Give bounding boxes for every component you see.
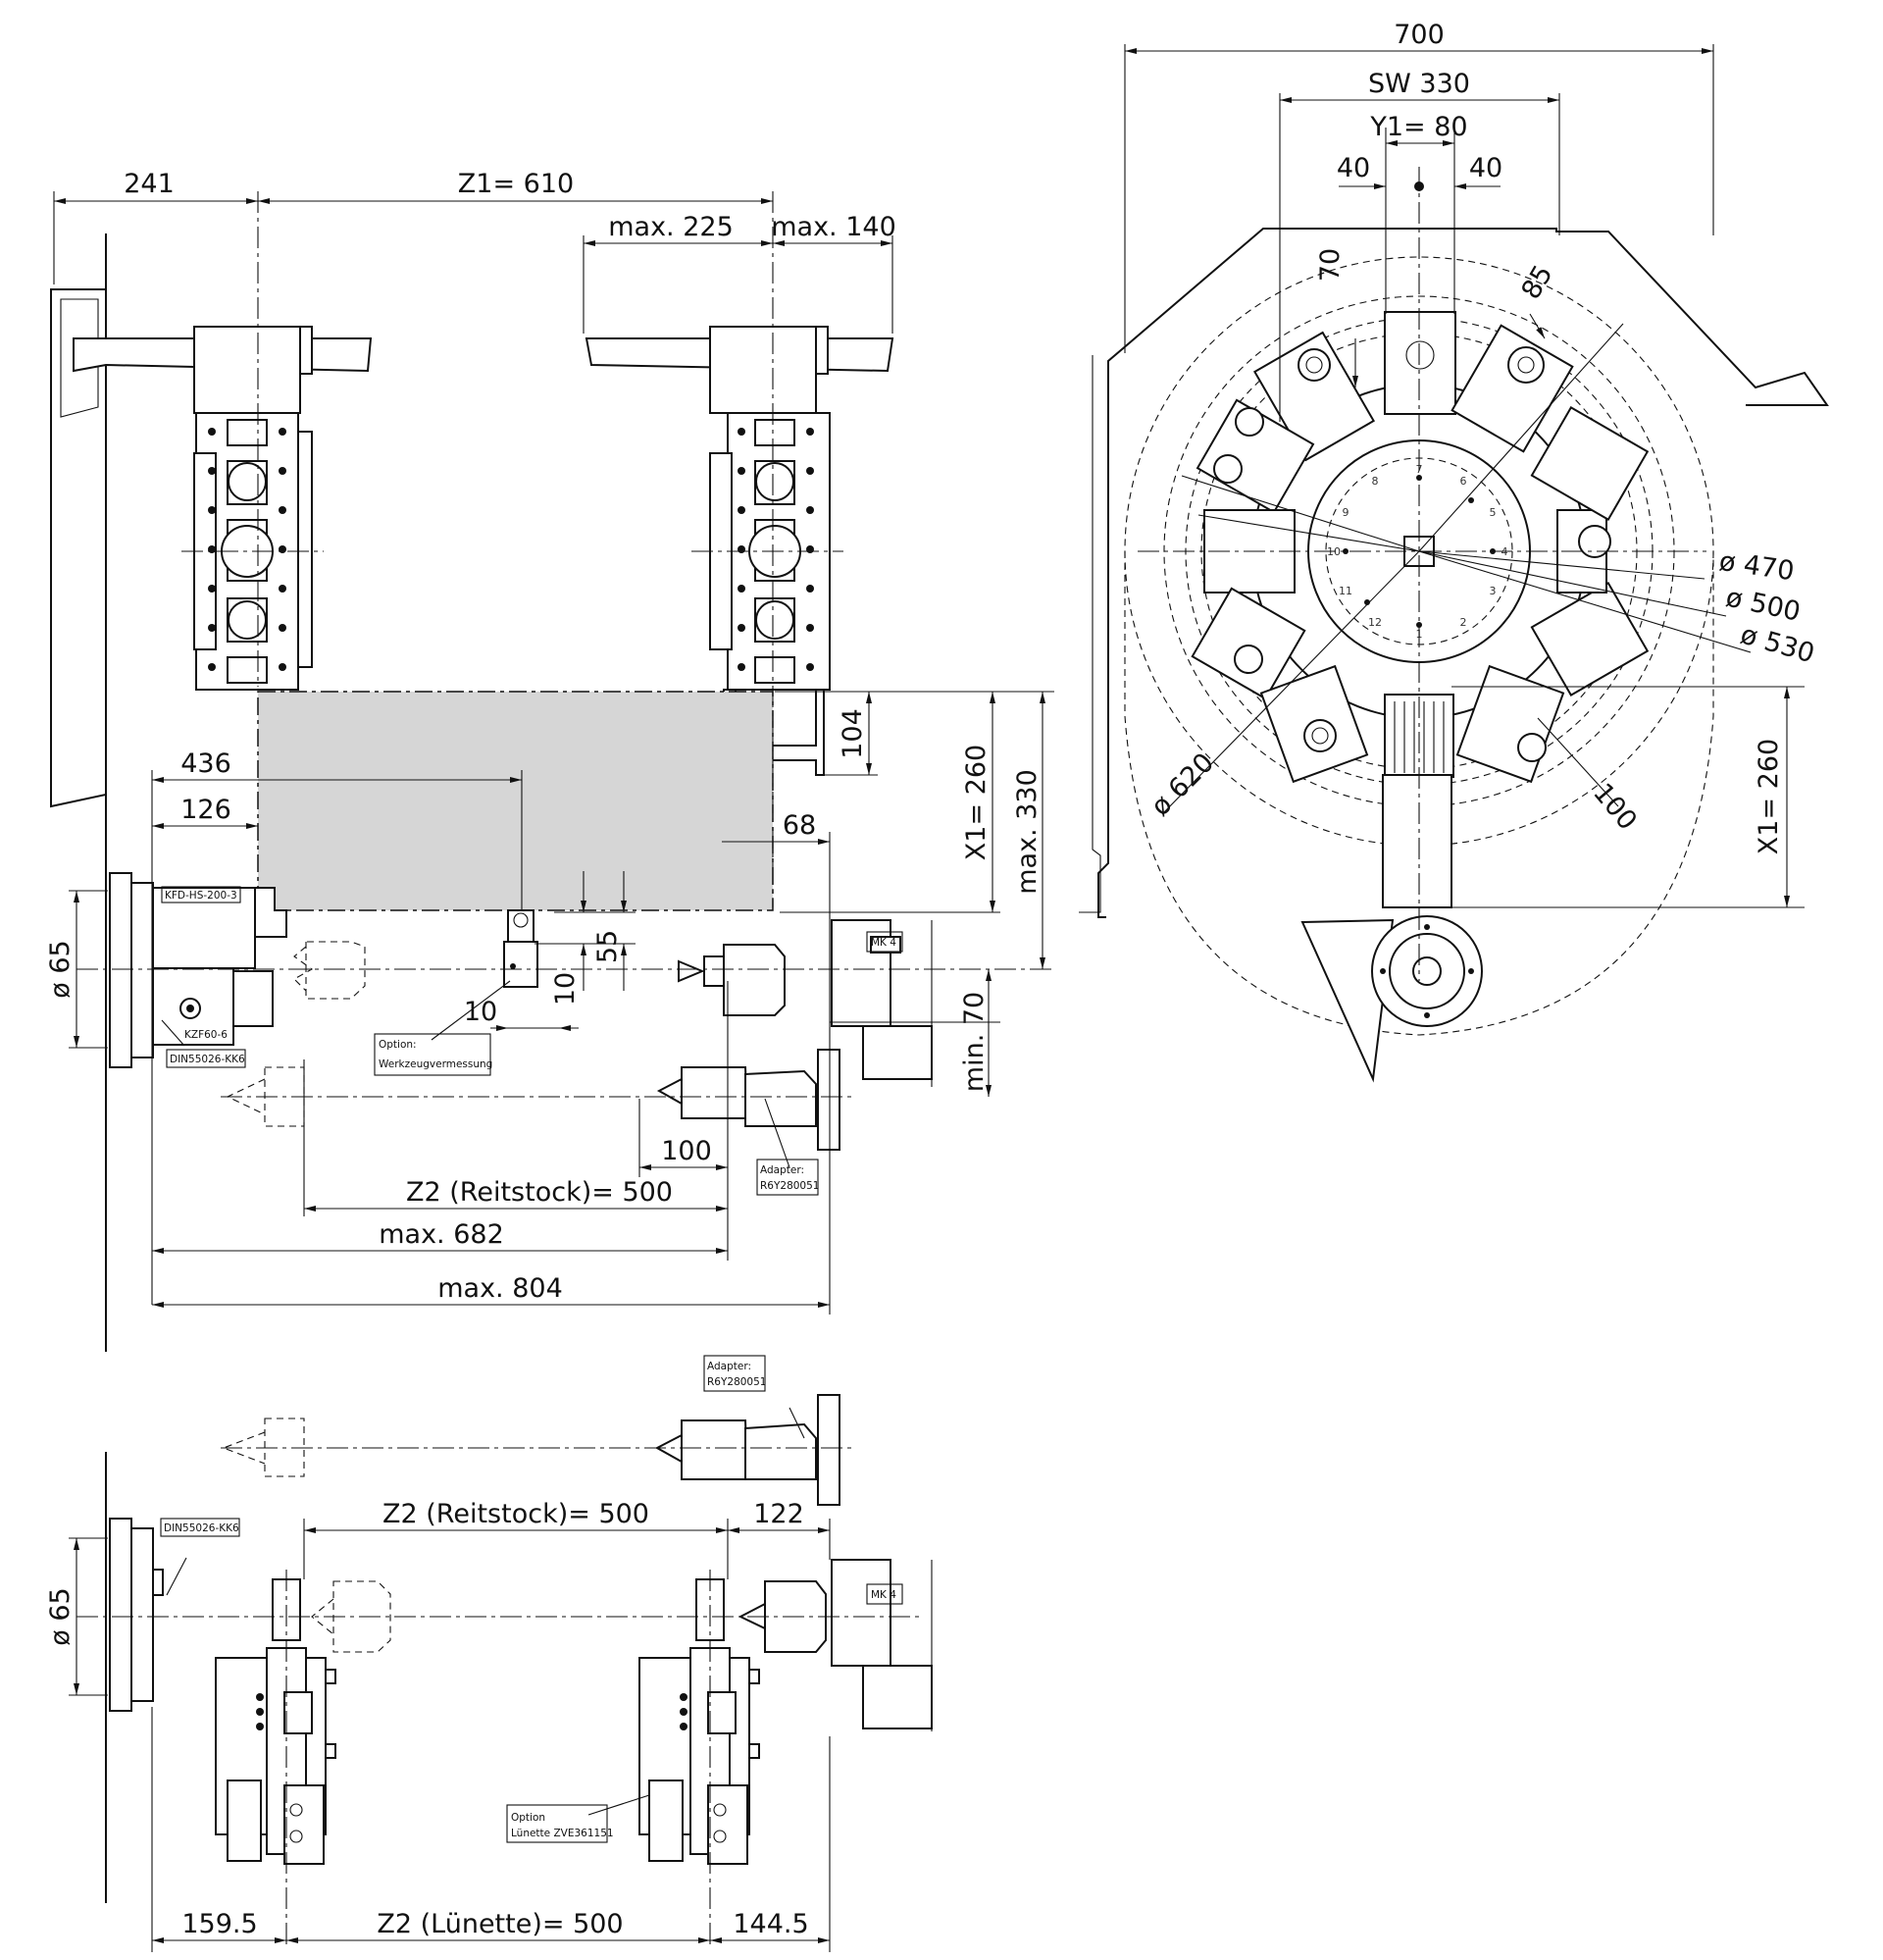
station-6: 6 xyxy=(1460,475,1467,488)
tailstock-adapter xyxy=(226,1049,840,1151)
station-3: 3 xyxy=(1490,585,1497,597)
dim-dia500: ø 500 xyxy=(1723,583,1803,628)
dim-100: 100 xyxy=(661,1136,712,1166)
side-view-top: 241 Z1= 610 max. 225 max. 140 436 126 10… xyxy=(45,169,1054,1352)
dim-max682: max. 682 xyxy=(379,1219,504,1250)
station-9: 9 xyxy=(1343,506,1349,519)
dim-10-horizontal: 10 xyxy=(464,997,497,1027)
dim-x1-left: X1= 260 xyxy=(961,745,992,860)
work-area xyxy=(257,691,774,911)
label-adapter1-title: Adapter: xyxy=(760,1164,804,1176)
steady-rest-left xyxy=(215,1570,336,1947)
dim-z2-lunette: Z2 (Lünette)= 500 xyxy=(377,1909,623,1939)
station-8: 8 xyxy=(1372,475,1379,488)
label-adapter1-code: R6Y280051 xyxy=(760,1180,819,1192)
dim-241: 241 xyxy=(124,169,175,199)
label-mk4-bottom: MK 4 xyxy=(871,1589,896,1601)
dim-436: 436 xyxy=(180,748,231,779)
label-option-title: Option: xyxy=(379,1039,417,1051)
label-lunette-title: Option xyxy=(511,1812,545,1824)
steady-rest-right xyxy=(638,1570,760,1947)
label-lunette-code: Lünette ZVE361151 xyxy=(511,1828,614,1839)
label-kfd: KFD-HS-200-3 xyxy=(165,890,237,902)
label-din-top: DIN55026-KK6 xyxy=(170,1054,245,1065)
label-option-text: Werkzeugvermessung xyxy=(379,1058,492,1070)
dim-85: 85 xyxy=(1516,260,1559,304)
dim-min70: min. 70 xyxy=(959,992,990,1092)
tool-holders xyxy=(1191,311,1650,784)
dim-68: 68 xyxy=(783,810,816,841)
dim-z1: Z1= 610 xyxy=(458,169,574,199)
dim-sw330: SW 330 xyxy=(1368,69,1470,99)
measuring-probe xyxy=(503,909,538,988)
dim-70: 70 xyxy=(1315,248,1346,282)
chuck xyxy=(109,872,287,1068)
station-5: 5 xyxy=(1490,506,1497,519)
dim-dia65-top: ø 65 xyxy=(45,940,76,998)
dim-104: 104 xyxy=(838,708,868,759)
turret-front-view: 1 2 3 4 5 6 7 8 9 10 11 12 xyxy=(1079,20,1829,1083)
dim-dia620: ø 620 xyxy=(1145,748,1220,822)
dim-40-left: 40 xyxy=(1337,153,1370,183)
label-adapter2-title: Adapter: xyxy=(707,1361,751,1372)
label-adapter2-code: R6Y280051 xyxy=(707,1376,766,1388)
dim-40-right: 40 xyxy=(1469,153,1502,183)
dim-x1-right: X1= 260 xyxy=(1754,739,1784,854)
dim-144-5: 144.5 xyxy=(733,1909,808,1939)
dim-700: 700 xyxy=(1394,20,1445,50)
label-kzf: KZF60-6 xyxy=(184,1029,228,1041)
dim-max804: max. 804 xyxy=(437,1273,563,1304)
dim-122: 122 xyxy=(753,1499,804,1529)
dim-dia530: ø 530 xyxy=(1737,619,1817,669)
dim-159-5: 159.5 xyxy=(181,1909,257,1939)
dim-126: 126 xyxy=(180,795,231,825)
dim-z2-reitstock-top: Z2 (Reitstock)= 500 xyxy=(406,1177,673,1208)
dim-y1: Y1= 80 xyxy=(1369,112,1467,142)
station-2: 2 xyxy=(1460,616,1467,629)
dim-dia65-bottom: ø 65 xyxy=(45,1587,76,1645)
dim-55: 55 xyxy=(592,930,623,963)
dim-10-vertical: 10 xyxy=(550,972,581,1006)
label-mk4-top: MK 4 xyxy=(871,937,896,949)
station-11: 11 xyxy=(1339,585,1352,597)
label-din-bottom: DIN55026-KK6 xyxy=(164,1522,239,1534)
side-view-bottom: ø 65 Z2 (Reitstock)= 500 122 159.5 Z2 (L… xyxy=(45,1355,933,1952)
dim-dia470: ø 470 xyxy=(1717,546,1796,587)
dim-max330: max. 330 xyxy=(1012,769,1043,895)
dim-z2-reitstock-bottom: Z2 (Reitstock)= 500 xyxy=(382,1499,649,1529)
dim-max225: max. 225 xyxy=(608,212,734,242)
turret-left xyxy=(193,326,313,691)
tailstock-top xyxy=(678,919,933,1087)
station-12: 12 xyxy=(1368,616,1382,629)
dim-max140: max. 140 xyxy=(771,212,896,242)
